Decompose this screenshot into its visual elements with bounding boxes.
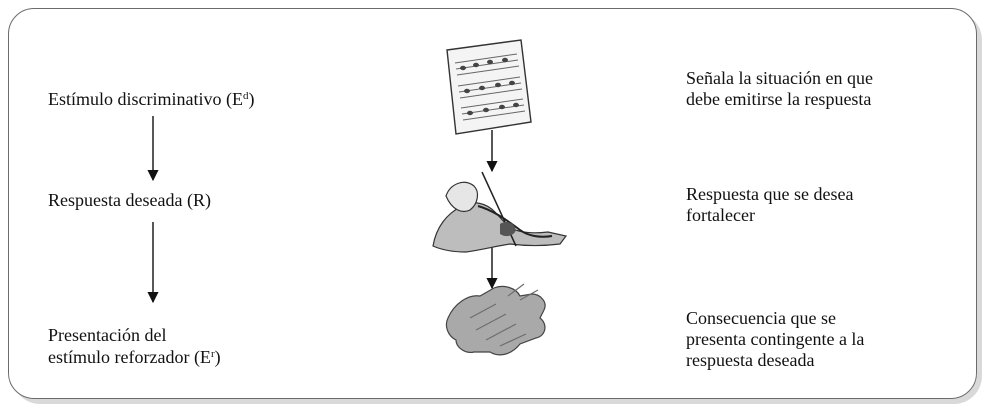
violinist-icon [432,171,568,253]
description-line: Señala la situación en que [686,68,873,88]
sheet-music-icon [446,39,532,135]
term-reinforcing-line-1: Presentación del [48,325,167,345]
description-line: fortalecer [686,205,755,225]
term-discriminative-stimulus: Estímulo discriminativo (Ed) [48,89,255,109]
term-reinforcing-stimulus: Presentación del estímulo reforzador (Er… [48,324,221,368]
description-line: Consecuencia que se [686,308,836,328]
diagram-border [8,8,977,399]
term-desired-response: Respuesta deseada (R) [48,190,211,210]
description-line: Respuesta que se desea [686,184,854,204]
description-line: debe emitirse la respuesta [686,89,872,109]
term-reinforcing-line-2: estímulo reforzador (Er) [48,347,221,367]
applauding-hands-icon [445,283,546,356]
description-line: presenta contingente a la [686,329,865,349]
description-consequence: Consecuencia que se presenta contingente… [686,308,864,371]
description-line: respuesta deseada [686,350,815,370]
description-discriminative: Señala la situación en que debe emitirse… [686,68,873,110]
description-response: Respuesta que se desea fortalecer [686,184,853,226]
